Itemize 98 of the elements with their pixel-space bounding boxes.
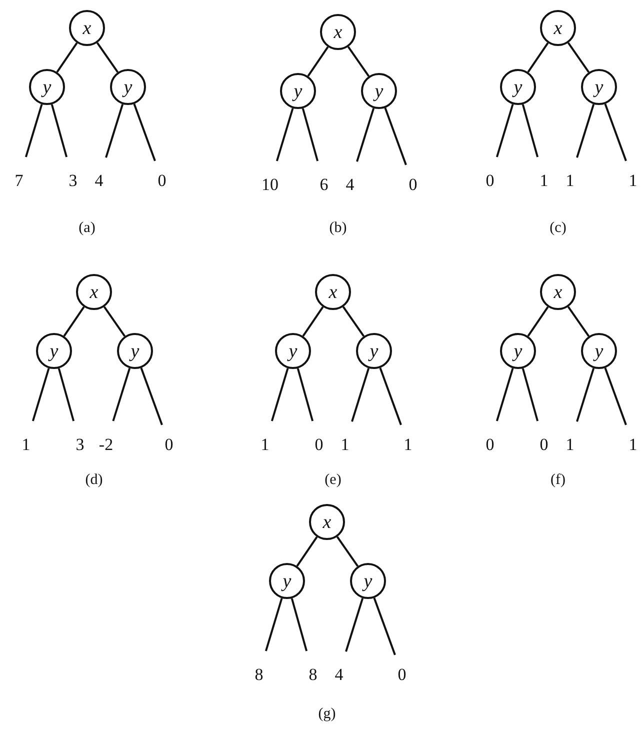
tree-node-circle: x [315, 274, 351, 310]
tree-branch-line [567, 306, 590, 337]
tree-node-circle: x [69, 10, 105, 46]
leaf-value: 1 [258, 435, 272, 453]
tree-node-circle: y [350, 563, 386, 599]
tree-branch-line [604, 368, 627, 426]
leaf-value: 0 [483, 171, 497, 189]
tree-branch-line [576, 104, 595, 158]
leaf-value: 0 [483, 435, 497, 453]
leaf-value: 8 [306, 665, 320, 683]
panel-caption: (e) [324, 472, 342, 489]
leaf-value: 1 [563, 171, 577, 189]
leaf-value: 3 [66, 171, 80, 189]
tree-branch-line [522, 104, 539, 158]
leaf-value: -2 [94, 435, 118, 453]
tree-node-circle: y [36, 333, 72, 369]
tree-branch-line [527, 306, 549, 337]
panel-caption: (f) [550, 472, 566, 489]
tree-node-circle: y [356, 333, 392, 369]
tree-branch-line [336, 536, 359, 567]
tree-node-circle: y [29, 69, 65, 105]
tree-branch-line [384, 108, 407, 166]
tree-node-circle: x [76, 274, 112, 310]
tree-branch-line [112, 368, 131, 422]
tree-branch-line [50, 104, 68, 158]
leaf-value: 0 [162, 435, 176, 453]
tree-node-circle: y [500, 333, 536, 369]
tree-branch-line [58, 368, 75, 422]
tree-branch-line [496, 368, 514, 422]
tree-branch-line [347, 46, 370, 77]
panel-caption: (b) [329, 220, 347, 237]
tree-node-circle: y [280, 73, 316, 109]
tree-branch-line [345, 598, 364, 652]
tree-branch-line [576, 368, 595, 422]
tree-branch-line [96, 42, 119, 73]
panel-caption: (c) [550, 220, 566, 237]
tree-node-circle: y [110, 69, 146, 105]
leaf-value: 1 [537, 171, 551, 189]
leaf-value: 0 [537, 435, 551, 453]
leaf-value: 3 [73, 435, 87, 453]
tree-branch-line [527, 42, 549, 73]
leaf-value: 6 [317, 175, 331, 193]
leaf-value: 0 [155, 171, 169, 189]
tree-branch-line [373, 598, 396, 656]
tree-node-circle: x [540, 274, 576, 310]
leaf-value: 0 [312, 435, 326, 453]
tree-branch-line [270, 368, 289, 422]
tree-node-circle: x [320, 14, 356, 50]
tree-branch-line [356, 108, 375, 162]
tree-node-circle: y [361, 73, 397, 109]
tree-branch-line [302, 108, 319, 162]
leaf-value: 4 [343, 175, 357, 193]
tree-node-circle: y [500, 69, 536, 105]
tree-branch-line [140, 368, 163, 426]
tree-branch-line [24, 104, 43, 158]
leaf-value: 7 [12, 171, 26, 189]
leaf-value: 10 [258, 175, 282, 193]
tree-branch-line [264, 598, 283, 652]
tree-branch-line [296, 536, 318, 567]
tree-branch-line [276, 108, 294, 162]
tree-branch-line [522, 368, 539, 422]
tree-node-circle: y [117, 333, 153, 369]
tree-branch-line [56, 42, 78, 73]
panel-caption: (g) [318, 706, 336, 723]
tree-node-circle: y [275, 333, 311, 369]
leaf-value: 0 [406, 175, 420, 193]
tree-branch-line [496, 104, 514, 158]
tree-branch-line [379, 368, 402, 426]
tree-branch-line [307, 46, 329, 77]
tree-branch-line [567, 42, 590, 73]
leaf-value: 1 [338, 435, 352, 453]
leaf-value: 8 [252, 665, 266, 683]
panel-caption: (d) [85, 472, 103, 489]
tree-branch-line [342, 306, 365, 337]
tree-branch-line [63, 306, 85, 337]
tree-node-circle: x [309, 504, 345, 540]
leaf-value: 4 [92, 171, 106, 189]
tree-node-circle: x [540, 10, 576, 46]
tree-branch-line [604, 104, 627, 162]
leaf-value: 1 [19, 435, 33, 453]
leaf-value: 1 [401, 435, 415, 453]
tree-branch-line [296, 368, 314, 422]
leaf-value: 1 [626, 171, 640, 189]
tree-branch-line [351, 368, 370, 422]
tree-branch-line [105, 104, 124, 158]
tree-node-circle: y [581, 69, 617, 105]
leaf-value: 0 [395, 665, 409, 683]
leaf-value: 1 [563, 435, 577, 453]
tree-branch-line [302, 306, 324, 337]
tree-branch-line [290, 598, 308, 652]
panel-caption: (a) [78, 220, 96, 237]
leaf-value: 1 [626, 435, 640, 453]
tree-node-circle: y [269, 563, 305, 599]
tree-branch-line [133, 104, 156, 162]
tree-branch-line [32, 368, 50, 422]
leaf-value: 4 [332, 665, 346, 683]
tree-node-circle: y [581, 333, 617, 369]
tree-branch-line [103, 306, 126, 337]
